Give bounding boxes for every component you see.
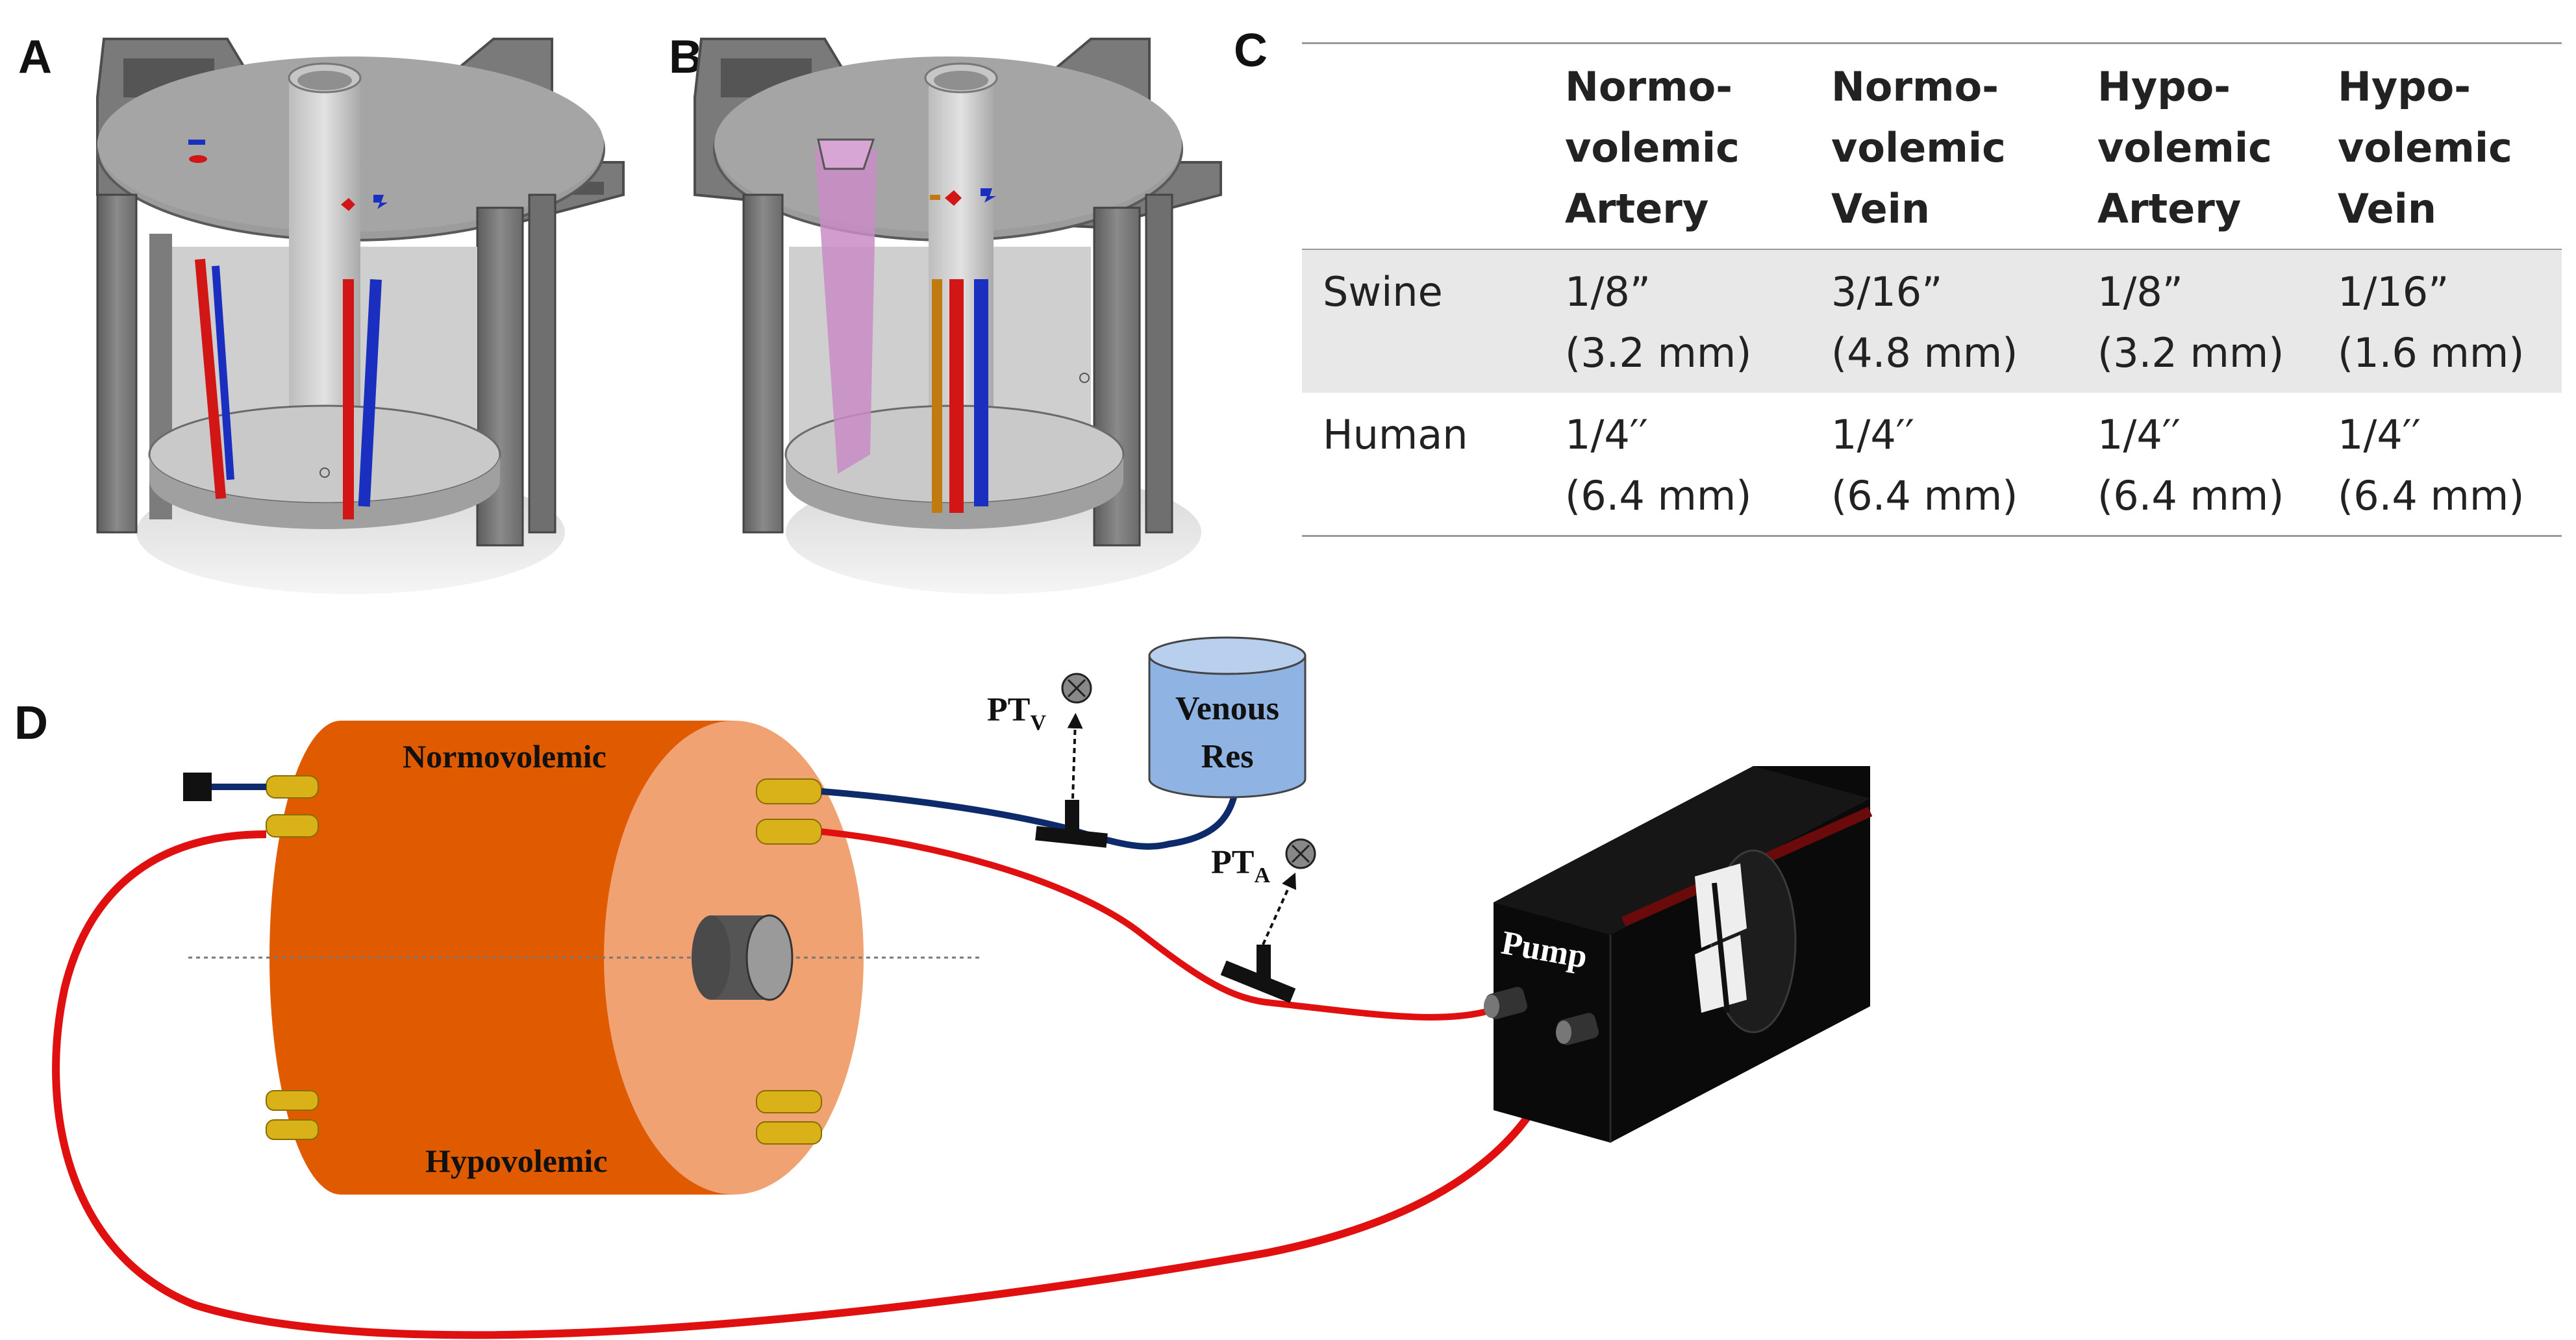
col-header-line: volemic	[2097, 124, 2272, 171]
cell-mm: (4.8 mm)	[1831, 329, 2018, 377]
arterial-return-tube	[52, 830, 1569, 1339]
cell-mm: (6.4 mm)	[2097, 472, 2284, 519]
cell-size: 1/4′′	[2097, 411, 2181, 458]
cell-mm: (3.2 mm)	[1565, 329, 1752, 377]
tubing-size-table: Normo- volemic Artery Normo- volemic Vei…	[1302, 42, 2562, 536]
col-header-normo-vein: Normo- volemic Vein	[1831, 42, 2097, 250]
cell-size: 1/16”	[2338, 268, 2449, 316]
table-header-rule	[1302, 249, 2562, 251]
model-b	[694, 38, 1222, 594]
pt-a-main: PT	[1211, 844, 1254, 881]
table-cell: 3/16” (4.8 mm)	[1831, 250, 2097, 393]
hypovolemic-label: Hypovolemic	[425, 1143, 608, 1179]
col-header-line: Normo-	[1831, 63, 1999, 110]
panel-label-c: C	[1234, 25, 1268, 77]
pt-v-label: PTV	[987, 691, 1046, 735]
venous-res-label-line2: Res	[1201, 738, 1254, 775]
col-header-line: Artery	[2097, 185, 2242, 232]
col-header-line: Vein	[1831, 185, 1931, 232]
table-cell: 1/8” (3.2 mm)	[2097, 250, 2338, 393]
venous-reservoir	[1148, 636, 1307, 799]
arterial-tube	[821, 828, 1495, 1021]
pt-a-subscript: A	[1254, 863, 1270, 887]
pt-a-sensor	[1285, 838, 1316, 869]
schematic-d	[52, 636, 1873, 1339]
table-cell: 1/4′′ (6.4 mm)	[1831, 393, 2097, 536]
row-label-swine: Swine	[1302, 250, 1565, 393]
cell-size: 3/16”	[1831, 268, 1943, 316]
pump-unit	[1484, 766, 1873, 1143]
normovolemic-label: Normovolemic	[403, 738, 606, 775]
col-header-normo-artery: Normo- volemic Artery	[1565, 42, 1831, 250]
pt-v-main: PT	[987, 691, 1030, 728]
col-header-line: Hypo-	[2338, 63, 2471, 110]
pt-a-label: PTA	[1211, 844, 1270, 887]
col-header-line: Artery	[1565, 185, 1709, 232]
cell-size: 1/4′′	[2338, 411, 2421, 458]
table-row-swine: Swine 1/8” (3.2 mm) 3/16” (4.8 mm) 1/8” (3.…	[1302, 250, 2562, 393]
venous-t-connector	[1035, 800, 1108, 848]
col-header-line: volemic	[1831, 124, 2006, 171]
col-header-line: volemic	[1565, 124, 1740, 171]
cell-size: 1/4′′	[1565, 411, 1648, 458]
pt-v-subscript: V	[1030, 711, 1046, 735]
col-header-line: Normo-	[1565, 63, 1732, 110]
col-header-line: Hypo-	[2097, 63, 2231, 110]
table-bottom-rule	[1302, 535, 2562, 537]
cell-mm: (3.2 mm)	[2097, 329, 2284, 377]
cell-mm: (6.4 mm)	[2338, 472, 2525, 519]
table-corner	[1302, 42, 1565, 250]
col-header-hypo-artery: Hypo- volemic Artery	[2097, 42, 2338, 250]
table-cell: 1/4′′ (6.4 mm)	[1565, 393, 1831, 536]
arterial-t-connector	[1220, 945, 1296, 1003]
col-header-line: volemic	[2338, 124, 2512, 171]
col-header-hypo-vein: Hypo- volemic Vein	[2338, 42, 2562, 250]
cell-mm: (1.6 mm)	[2338, 329, 2525, 377]
cell-mm: (6.4 mm)	[1565, 472, 1752, 519]
table-row-human: Human 1/4′′ (6.4 mm) 1/4′′ (6.4 mm) 1/4′′ (…	[1302, 393, 2562, 536]
table-cell: 1/4′′ (6.4 mm)	[2097, 393, 2338, 536]
panel-label-d: D	[14, 697, 48, 749]
venous-res-label-line1: Venous	[1175, 690, 1279, 727]
cell-size: 1/8”	[1565, 268, 1651, 316]
cell-mm: (6.4 mm)	[1831, 472, 2018, 519]
venous-end-block	[183, 773, 212, 801]
cell-size: 1/4′′	[1831, 411, 1914, 458]
model-a	[96, 38, 625, 594]
table-cell: 1/8” (3.2 mm)	[1565, 250, 1831, 393]
row-label-human: Human	[1323, 411, 1468, 458]
cell-size: 1/8”	[2097, 268, 2183, 316]
table-cell: 1/16” (1.6 mm)	[2338, 250, 2562, 393]
pt-v-sensor	[1061, 673, 1092, 704]
col-header-line: Vein	[2338, 185, 2437, 232]
panel-label-a: A	[18, 31, 52, 83]
table-cell: 1/4′′ (6.4 mm)	[2338, 393, 2562, 536]
table-top-rule	[1302, 42, 2562, 44]
table-header-row: Normo- volemic Artery Normo- volemic Vei…	[1302, 42, 2562, 250]
